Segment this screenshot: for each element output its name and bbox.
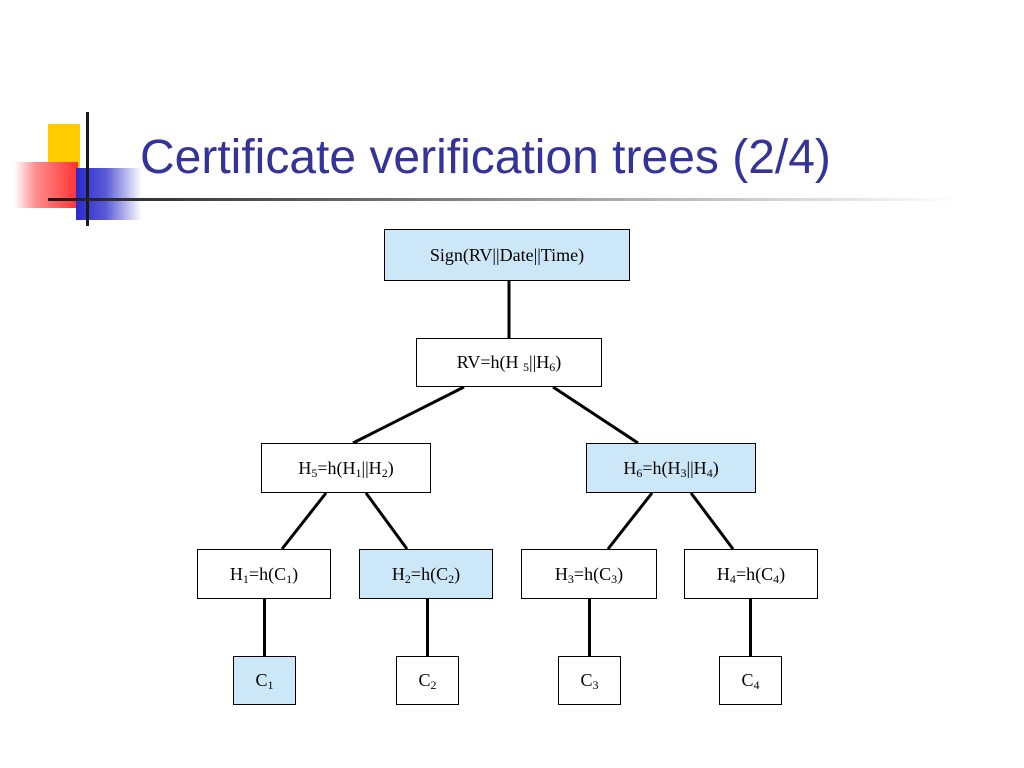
label-text: H <box>623 457 637 478</box>
label-text: ) <box>555 352 562 372</box>
subscript: 3 <box>611 571 618 586</box>
label-text: C <box>418 670 431 690</box>
label-text: =h(C <box>410 563 449 584</box>
label-text: RV=h(H <box>456 352 523 372</box>
subscript: 6 <box>636 465 643 480</box>
subscript: 2 <box>430 678 437 692</box>
label-text: Sign(RV||Date||Time) <box>429 244 585 265</box>
label-text: =h(C <box>735 563 774 584</box>
tree-node-rv: RV=h(H 5||H6) <box>416 338 602 387</box>
tree-node-h1: H1=h(C1) <box>197 549 331 599</box>
subscript: 2 <box>404 571 411 586</box>
label-text: ) <box>712 457 719 478</box>
tree-node-h5: H5=h(H1||H2) <box>261 443 431 493</box>
label-text: H <box>298 457 312 478</box>
subscript: 3 <box>592 678 599 692</box>
subscript: 5 <box>311 465 318 480</box>
tree-node-h4: H4=h(C4) <box>684 549 818 599</box>
tree-node-h3: H3=h(C3) <box>521 549 657 599</box>
tree-node-label: C1 <box>255 670 273 691</box>
tree-node-label: H6=h(H3||H4) <box>623 458 718 479</box>
label-text: ||H <box>361 457 382 478</box>
tree-node-c2: C2 <box>396 656 459 705</box>
label-text: =h(C <box>248 563 287 584</box>
title-underline <box>48 198 960 201</box>
tree-node-label: H3=h(C3) <box>555 564 623 585</box>
subscript: 2 <box>448 571 455 586</box>
subscript: 3 <box>680 465 687 480</box>
tree-node-h6: H6=h(H3||H4) <box>586 443 756 493</box>
tree-node-sign: Sign(RV||Date||Time) <box>384 229 630 281</box>
label-text: ||H <box>686 457 707 478</box>
tree-node-label: C2 <box>418 670 436 691</box>
label-text: H <box>229 563 243 584</box>
edge-h5-h2 <box>364 492 409 550</box>
subscript: 1 <box>267 678 274 692</box>
label-text: C <box>255 670 268 690</box>
tree-node-c3: C3 <box>558 656 621 705</box>
tree-node-c1: C1 <box>233 656 296 705</box>
subscript: 5 <box>523 360 529 374</box>
label-text: ) <box>454 563 461 584</box>
label-text: ) <box>617 563 624 584</box>
title-decoration-vertical-line <box>86 112 89 226</box>
tree-node-label: RV=h(H 5||H6) <box>457 352 561 373</box>
label-text: C <box>741 670 754 690</box>
slide-title: Certificate verification trees (2/4) <box>140 131 831 184</box>
edge-h6-h4 <box>689 492 735 550</box>
subscript: 4 <box>773 571 780 586</box>
subscript: 1 <box>286 571 293 586</box>
label-text: ) <box>387 457 394 478</box>
edge-h6-h3 <box>606 492 654 550</box>
label-text: =h(H <box>642 457 681 478</box>
subscript: 4 <box>753 678 760 692</box>
subscript: 4 <box>729 571 736 586</box>
edge-rv-h6 <box>552 385 639 445</box>
label-text: ) <box>292 563 299 584</box>
edge-h5-h1 <box>280 492 328 550</box>
subscript: 2 <box>381 465 388 480</box>
subscript: 1 <box>242 571 249 586</box>
label-text: =h(H <box>317 457 356 478</box>
subscript: 3 <box>567 571 574 586</box>
subscript: 4 <box>706 465 713 480</box>
subscript: 6 <box>549 360 556 374</box>
tree-node-c4: C4 <box>719 656 782 705</box>
tree-node-label: H2=h(C2) <box>392 564 460 585</box>
label-text: C <box>580 670 593 690</box>
tree-node-label: H1=h(C1) <box>230 564 298 585</box>
tree-node-h2: H2=h(C2) <box>359 549 493 599</box>
label-text: ) <box>779 563 786 584</box>
label-text: H <box>391 563 405 584</box>
edge-rv-h5 <box>352 385 465 445</box>
tree-node-label: C3 <box>580 670 598 691</box>
subscript: 1 <box>355 465 362 480</box>
label-text: H <box>554 563 568 584</box>
tree-node-label: H5=h(H1||H2) <box>298 458 393 479</box>
label-text: ||H <box>529 352 550 372</box>
tree-node-label: Sign(RV||Date||Time) <box>430 245 584 266</box>
label-text: H <box>716 563 730 584</box>
tree-node-label: C4 <box>741 670 759 691</box>
tree-node-label: H4=h(C4) <box>717 564 785 585</box>
label-text: =h(C <box>573 563 612 584</box>
